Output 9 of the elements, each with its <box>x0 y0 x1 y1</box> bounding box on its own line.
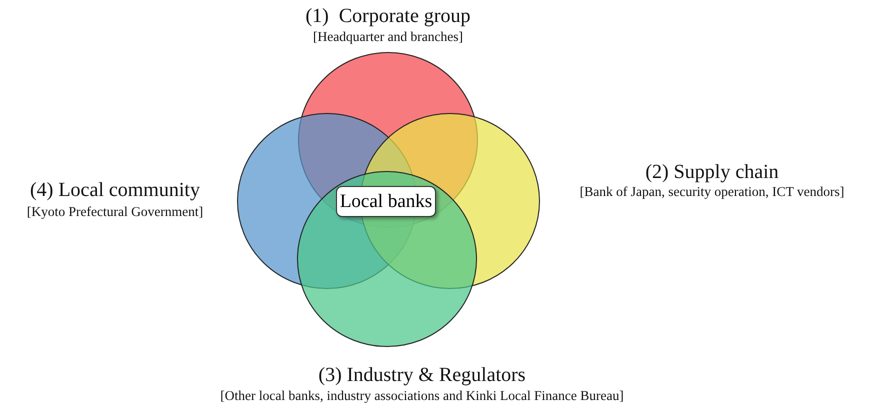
center-label-box: Local banks <box>336 186 436 217</box>
group-heading: (1) Corporate group <box>306 5 470 27</box>
group-heading: (3) Industry & Regulators <box>318 364 526 386</box>
group-heading: (4) Local community <box>30 179 200 201</box>
group-heading: (2) Supply chain <box>645 161 779 183</box>
group-members: [Other local banks, industry associations and Kinki Local Finance Bureau] <box>220 389 624 404</box>
group-members: [Headquarter and branches] <box>313 30 463 45</box>
group-members: [Bank of Japan, security operation, ICT vendors] <box>580 185 844 200</box>
group-members: [Kyoto Prefectural Government] <box>26 205 204 220</box>
